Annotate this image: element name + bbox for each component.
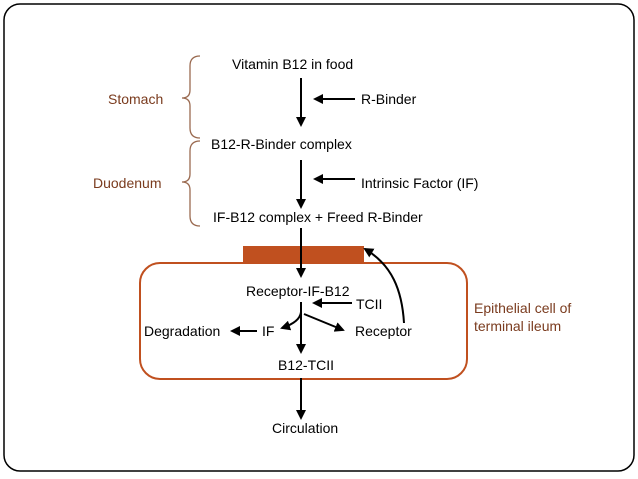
label-if: IF	[262, 323, 274, 339]
label-vitamin-food: Vitamin B12 in food	[232, 56, 353, 72]
arrow-receptor-recycle	[363, 247, 405, 324]
duodenum-bracket	[181, 140, 201, 227]
label-receptor: Receptor	[355, 323, 412, 339]
label-duodenum: Duodenum	[93, 175, 162, 191]
label-circulation: Circulation	[272, 420, 338, 436]
arrow-to-if	[280, 311, 302, 331]
label-if-b12-complex: IF-B12 complex + Freed R-Binder	[213, 209, 423, 225]
label-b12-tcii: B12-TCII	[278, 357, 334, 373]
label-b12-r-complex: B12-R-Binder complex	[211, 136, 352, 152]
label-stomach: Stomach	[108, 91, 163, 107]
label-epithelial-line2: terminal ileum	[474, 318, 561, 334]
label-tcii: TCII	[356, 296, 382, 312]
label-r-binder: R-Binder	[361, 91, 417, 107]
receptor-bar	[243, 246, 364, 263]
label-intrinsic-factor: Intrinsic Factor (IF)	[361, 175, 478, 191]
slide-frame	[3, 3, 635, 472]
label-degradation: Degradation	[144, 323, 220, 339]
arrow-to-receptor	[303, 313, 345, 332]
stomach-bracket	[181, 55, 201, 139]
label-receptor-if-b12: Receptor-IF-B12	[246, 283, 350, 299]
label-epithelial-line1: Epithelial cell of	[474, 300, 571, 316]
